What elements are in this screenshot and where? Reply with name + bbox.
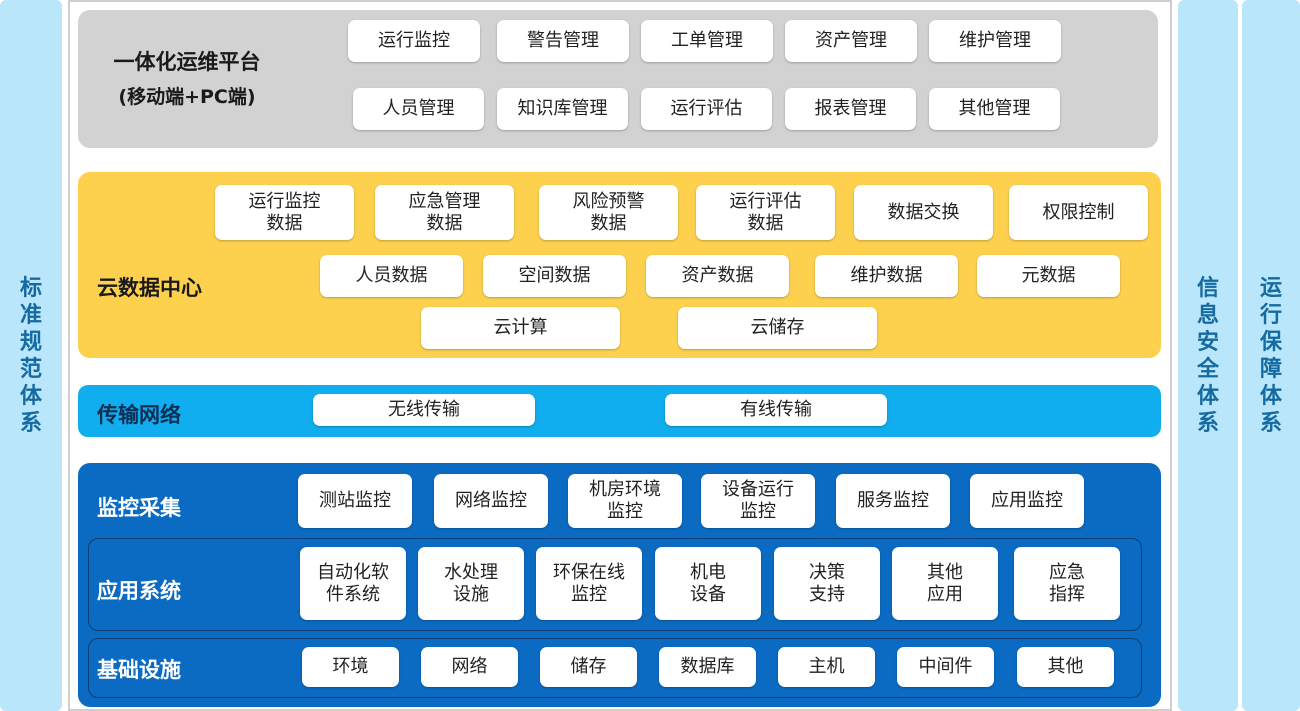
application-items-box-6: 其他 应用 (892, 547, 998, 620)
platform-row1-box-4: 资产管理 (785, 20, 917, 62)
infrastructure-section (88, 638, 1142, 698)
platform-subtitle: (移动端+PC端) (118, 86, 256, 108)
standards-system-label: 标准规范体系 (19, 275, 42, 436)
info-security-system-bar: 信息安全体系 (1178, 0, 1238, 711)
infrastructure-items-box-3: 储存 (540, 647, 637, 687)
application-items-box-3: 环保在线 监控 (536, 547, 642, 620)
application-title: 应用系统 (97, 579, 181, 603)
network-items-box-2: 有线传输 (665, 394, 887, 426)
standards-system-bar: 标准规范体系 (0, 0, 62, 711)
application-section (88, 538, 1142, 631)
application-items-box-4: 机电 设备 (655, 547, 761, 620)
monitoring-title: 监控采集 (97, 496, 181, 520)
network-layer (78, 385, 1161, 437)
platform-row2-box-2: 知识库管理 (497, 88, 628, 130)
cloud-row1-box-4: 运行评估 数据 (696, 185, 835, 240)
monitoring-items-box-2: 网络监控 (434, 474, 548, 528)
operation-support-system-bar: 运行保障体系 (1242, 0, 1300, 711)
cloud-row1-box-5: 数据交换 (854, 185, 993, 240)
platform-row2-box-4: 报表管理 (785, 88, 916, 130)
platform-row2-box-1: 人员管理 (353, 88, 484, 130)
network-items-box-1: 无线传输 (313, 394, 535, 426)
infrastructure-items-box-5: 主机 (778, 647, 875, 687)
monitoring-items-box-6: 应用监控 (970, 474, 1084, 528)
application-items-box-2: 水处理 设施 (418, 547, 524, 620)
cloud-row1-box-2: 应急管理 数据 (375, 185, 514, 240)
monitoring-items-box-3: 机房环境 监控 (568, 474, 682, 528)
cloud-title: 云数据中心 (97, 276, 202, 300)
cloud-row3-box-2: 云储存 (678, 307, 877, 349)
infrastructure-items-box-2: 网络 (421, 647, 518, 687)
network-title: 传输网络 (97, 403, 181, 427)
platform-row2-box-3: 运行评估 (641, 88, 772, 130)
monitoring-items-box-1: 测站监控 (298, 474, 412, 528)
cloud-row2-box-4: 维护数据 (815, 255, 958, 297)
infrastructure-items-box-7: 其他 (1017, 647, 1114, 687)
cloud-row2-box-5: 元数据 (977, 255, 1120, 297)
infrastructure-items-box-4: 数据库 (659, 647, 756, 687)
platform-row1-box-1: 运行监控 (348, 20, 480, 62)
monitoring-items-box-5: 服务监控 (836, 474, 950, 528)
cloud-row1-box-6: 权限控制 (1009, 185, 1148, 240)
platform-row1-box-5: 维护管理 (929, 20, 1061, 62)
platform-row2-box-5: 其他管理 (929, 88, 1060, 130)
cloud-row2-box-3: 资产数据 (646, 255, 789, 297)
application-items-box-5: 决策 支持 (774, 547, 880, 620)
application-items-box-1: 自动化软 件系统 (300, 547, 406, 620)
cloud-row2-box-1: 人员数据 (320, 255, 463, 297)
platform-title: 一体化运维平台 (113, 50, 261, 74)
operation-support-system-label: 运行保障体系 (1259, 275, 1282, 436)
infrastructure-items-box-6: 中间件 (897, 647, 994, 687)
application-items-box-7: 应急 指挥 (1014, 547, 1120, 620)
platform-row1-box-3: 工单管理 (641, 20, 773, 62)
cloud-row1-box-1: 运行监控 数据 (215, 185, 354, 240)
cloud-row2-box-2: 空间数据 (483, 255, 626, 297)
platform-row1-box-2: 警告管理 (497, 20, 629, 62)
cloud-row1-box-3: 风险预警 数据 (539, 185, 678, 240)
cloud-row3-box-1: 云计算 (421, 307, 620, 349)
infrastructure-title: 基础设施 (97, 658, 181, 682)
monitoring-items-box-4: 设备运行 监控 (701, 474, 815, 528)
infrastructure-items-box-1: 环境 (302, 647, 399, 687)
info-security-system-label: 信息安全体系 (1196, 275, 1219, 436)
